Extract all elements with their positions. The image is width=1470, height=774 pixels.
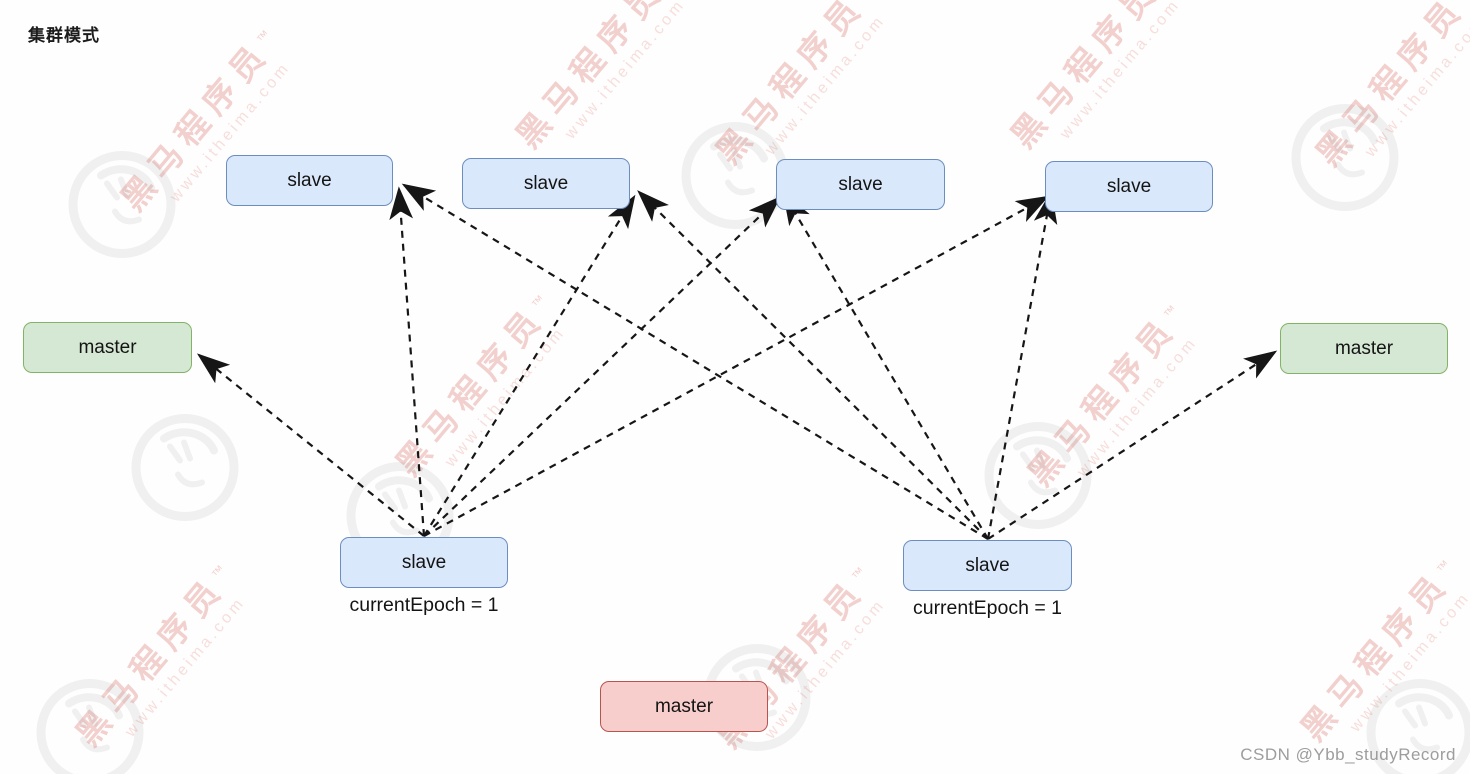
- node-label: master: [78, 336, 137, 358]
- edge-candidateR-slaveTop2: [637, 190, 989, 540]
- page-title: 集群模式: [28, 26, 100, 45]
- edge-candidateL-slaveTop3: [423, 196, 781, 537]
- edge-candidateL-slaveTop4: [423, 195, 1050, 537]
- edge-candidateR-slaveTop1: [401, 183, 989, 540]
- master-left: master: [23, 322, 192, 373]
- node-label: slave: [838, 173, 883, 195]
- edge-candidateR-masterRight: [987, 350, 1278, 540]
- slave-top-1: slave: [226, 155, 393, 206]
- edge-candidateR-slaveTop3: [782, 191, 989, 540]
- edge-candidateL-masterLeft: [196, 353, 425, 537]
- edge-candidateL-slaveTop1: [389, 186, 426, 537]
- node-label: master: [654, 695, 714, 717]
- node-label: slave: [1106, 175, 1152, 197]
- slave-top-2: slave: [462, 158, 630, 209]
- slave-candidate-right: slave: [903, 540, 1072, 591]
- master-right: master: [1280, 323, 1448, 374]
- edge-candidateR-slaveTop4: [986, 190, 1058, 540]
- slave-top-3: slave: [776, 159, 945, 210]
- slave-candidate-right-epoch-label: currentEpoch = 1: [912, 597, 1063, 619]
- node-label: master: [1334, 337, 1394, 359]
- master-bottom: master: [600, 681, 768, 732]
- node-label: slave: [523, 172, 569, 194]
- csdn-credit: CSDN @Ybb_studyRecord: [1240, 745, 1456, 764]
- node-label: slave: [287, 169, 332, 191]
- slave-candidate-left: slave: [340, 537, 508, 588]
- edge-candidateL-slaveTop2: [423, 194, 636, 537]
- node-label: slave: [965, 554, 1010, 576]
- slave-top-4: slave: [1045, 161, 1213, 212]
- node-label: slave: [401, 551, 447, 573]
- slave-candidate-left-epoch-label: currentEpoch = 1: [349, 594, 499, 616]
